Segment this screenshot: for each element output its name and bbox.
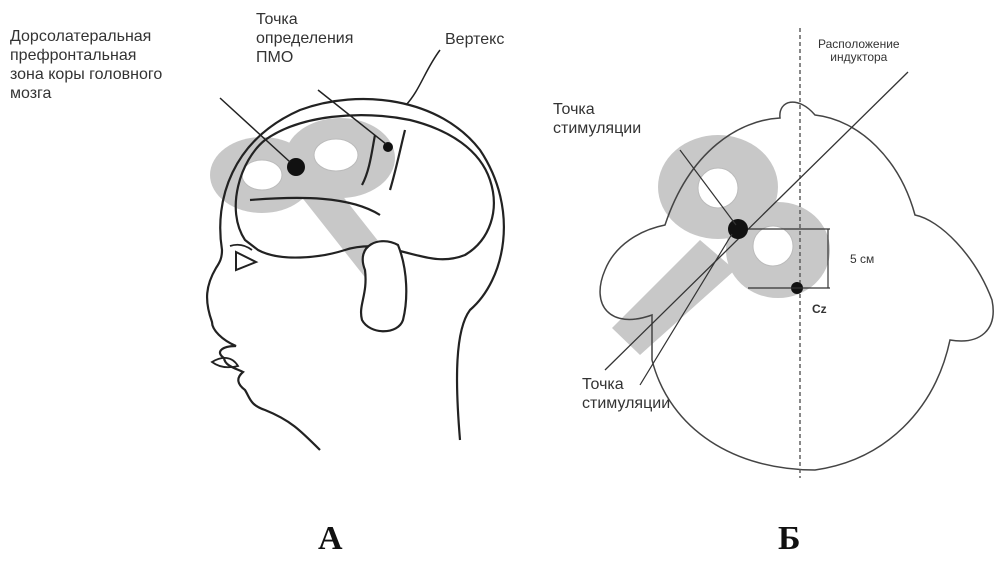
label-inductor-position: Расположение индуктора: [818, 38, 900, 64]
label-pmo-point: Точка определения ПМО: [256, 10, 353, 67]
eyebrow: [230, 245, 252, 250]
panel-letter-b: Б: [778, 520, 800, 558]
label-stimulation-point-bottom: Точка стимуляции: [582, 375, 670, 413]
brainstem: [361, 241, 406, 331]
panel-a-drawing: [207, 50, 504, 450]
label-stimulation-point-top: Точка стимуляции: [553, 100, 641, 138]
eye: [236, 252, 256, 270]
coil-axis: [605, 72, 908, 370]
label-cz: Cz: [812, 300, 827, 319]
dlpfc-point: [287, 158, 305, 176]
label-dlpfc: Дорсолатеральная префронтальная зона кор…: [10, 27, 162, 103]
leader-vertex: [406, 50, 440, 105]
label-distance: 5 см: [850, 250, 874, 269]
label-vertex: Вертекс: [445, 30, 504, 49]
panel-letter-a: А: [318, 520, 343, 558]
